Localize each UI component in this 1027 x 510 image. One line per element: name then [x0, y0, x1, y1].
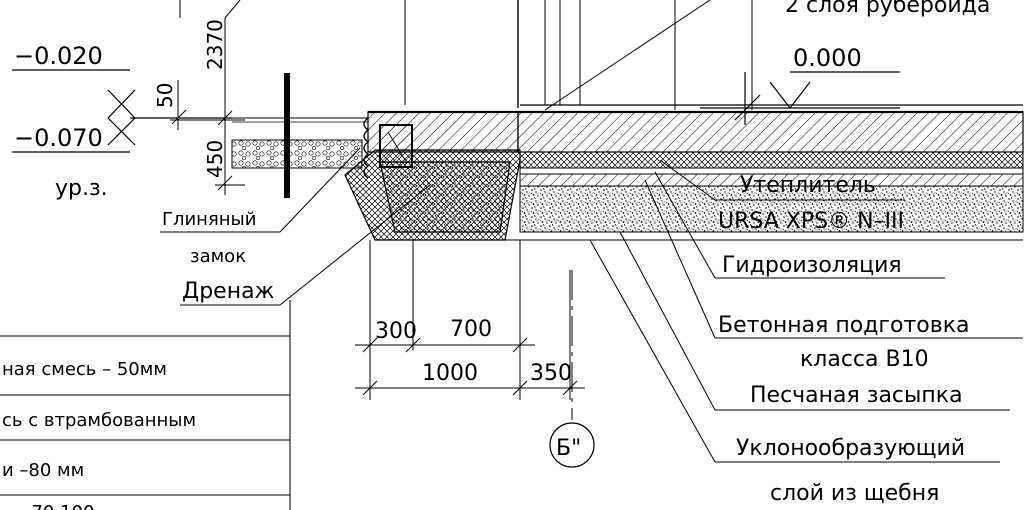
drain-label: Дренаж [182, 279, 275, 304]
concrete-label-2: класса В10 [800, 347, 929, 372]
drainage-gravel [231, 139, 363, 169]
drain-pipe [284, 73, 290, 198]
legend-row-2: сь с втрамбованным [2, 410, 196, 431]
sand-fill-layer [519, 185, 1024, 233]
label-leaders [160, 147, 1023, 463]
level-zero: 0.000 [793, 44, 862, 72]
legend-row-4: – – 70 100 [2, 502, 94, 510]
ground-level-label: ур.з. [55, 176, 108, 201]
insulation-label-2: URSA XPS® N–III [718, 209, 904, 234]
clay-lock-label-2: замок [190, 246, 246, 267]
clay-lock [363, 117, 370, 179]
level-marks [12, 69, 900, 153]
clay-lock-label-1: Глиняный [162, 209, 256, 230]
legend-row-3: и –80 мм [2, 460, 84, 481]
level-minus-020: −0.020 [14, 42, 103, 70]
leader-top [224, 0, 711, 111]
slope-label-1: Уклонообразующий [736, 436, 965, 461]
dimension-left [170, 18, 245, 195]
legend-table [0, 300, 291, 510]
floor-slab [367, 104, 1024, 153]
dim-50: 50 [153, 83, 177, 108]
dim-700: 700 [450, 317, 492, 342]
dim-350: 350 [530, 361, 572, 386]
section-mark-circle [549, 422, 595, 468]
top-partial-label: 2 слоя рубероида [785, 0, 990, 18]
level-minus-070: −0.070 [14, 124, 103, 152]
section-mark-label: Б" [556, 436, 581, 461]
waterproofing-label: Гидроизоляция [722, 253, 902, 278]
wall-lines [179, 0, 753, 110]
insulation-label-1: Утеплитель [740, 173, 876, 198]
dimension-bottom [355, 240, 585, 400]
legend-row-1: ная смесь – 50мм [2, 359, 167, 380]
sand-label: Песчаная засыпка [750, 383, 963, 408]
dim-1000: 1000 [422, 361, 478, 386]
dim-300: 300 [375, 319, 417, 344]
dim-450: 450 [203, 140, 227, 178]
slope-label-2: слой из щебня [770, 481, 939, 506]
concrete-label-1: Бетонная подготовка [718, 313, 969, 338]
dim-2370: 2370 [203, 19, 227, 70]
insulation-layer [519, 151, 1024, 169]
